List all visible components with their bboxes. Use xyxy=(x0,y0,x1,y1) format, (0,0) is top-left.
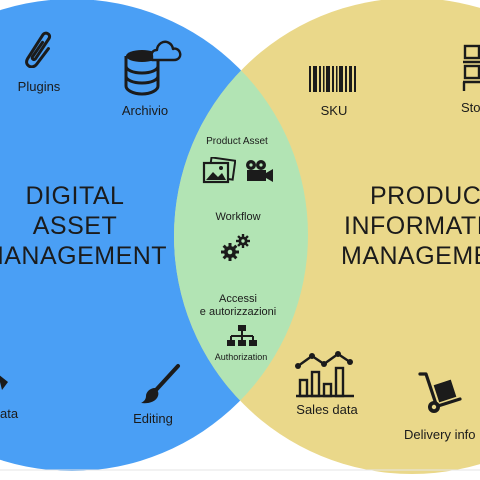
video-camera-icon xyxy=(246,160,273,182)
bar-chart-icon xyxy=(295,351,354,398)
pim-title-line-1: PRODUCT xyxy=(370,182,480,210)
pim-title-line-2: INFORMATI xyxy=(344,212,480,240)
pencil-icon xyxy=(0,375,8,390)
product-asset-label: Product Asset xyxy=(206,136,268,147)
barcode-icon xyxy=(309,66,356,92)
data-label: ata xyxy=(0,406,19,421)
brush-icon xyxy=(141,364,180,404)
pim-title-line-3: MANAGEME xyxy=(341,242,480,270)
dam-title-line-2: ASSET xyxy=(32,212,118,240)
archivio-label: Archivio xyxy=(121,103,169,118)
dam-title: DIGITAL ASSET MANAGEMENT xyxy=(0,181,190,271)
editing-label: Editing xyxy=(133,411,173,426)
access-label-line-2: e autorizzazioni xyxy=(199,306,277,318)
dam-title-line-1: DIGITAL xyxy=(25,182,125,210)
delivery-info-label: Delivery info xyxy=(404,427,476,442)
hand-truck-icon xyxy=(418,372,462,413)
access-label-line-1: Accessi xyxy=(219,293,257,305)
store-label: Sto xyxy=(461,100,480,115)
authorization-label: Authorization xyxy=(214,352,268,362)
paperclip-icon xyxy=(25,31,52,68)
access-label: Accessi e autorizzazioni xyxy=(186,293,290,319)
org-chart-icon xyxy=(227,325,257,346)
shelf-icon xyxy=(462,44,480,91)
gears-icon xyxy=(221,234,250,261)
plugins-label: Plugins xyxy=(17,79,61,94)
sales-data-label: Sales data xyxy=(296,402,358,417)
database-cloud-icon xyxy=(124,40,182,96)
pim-title: PRODUCT INFORMATI MANAGEME xyxy=(338,181,480,271)
images-icon xyxy=(202,157,236,184)
dam-title-line-3: MANAGEMENT xyxy=(0,242,168,270)
sku-label: SKU xyxy=(320,103,348,118)
workflow-label: Workflow xyxy=(215,211,261,223)
